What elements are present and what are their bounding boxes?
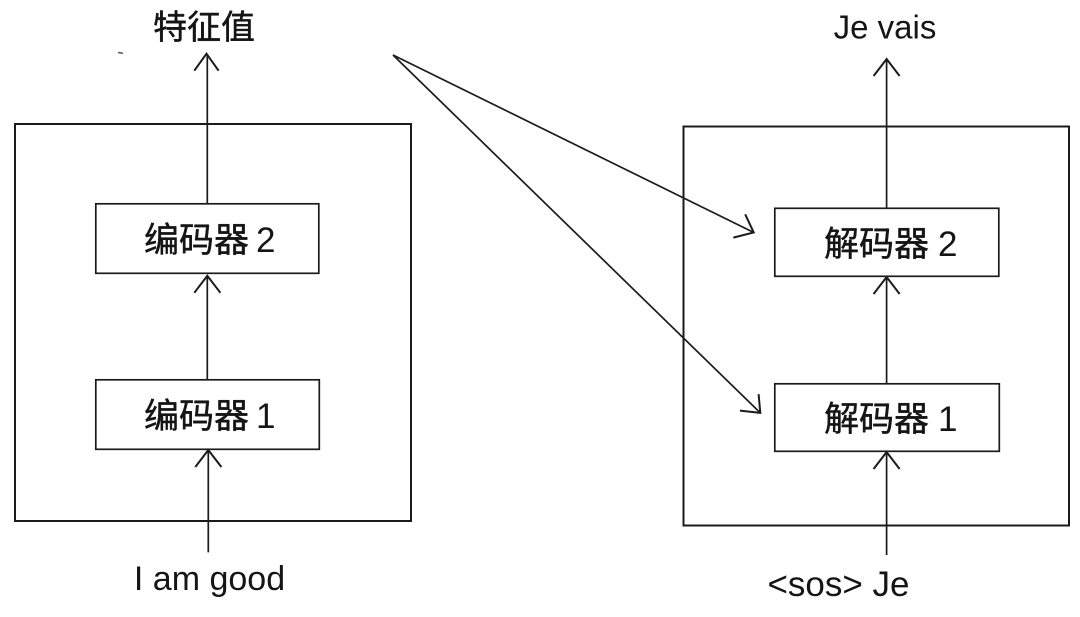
svg-text:2: 2 (256, 221, 275, 260)
svg-text:I am good: I am good (134, 560, 285, 598)
svg-text:1: 1 (938, 400, 957, 439)
svg-text:1: 1 (256, 397, 275, 436)
svg-text:Je vais: Je vais (834, 9, 937, 46)
svg-text:<sos> Je: <sos> Je (767, 565, 909, 604)
svg-text:2: 2 (938, 225, 957, 264)
